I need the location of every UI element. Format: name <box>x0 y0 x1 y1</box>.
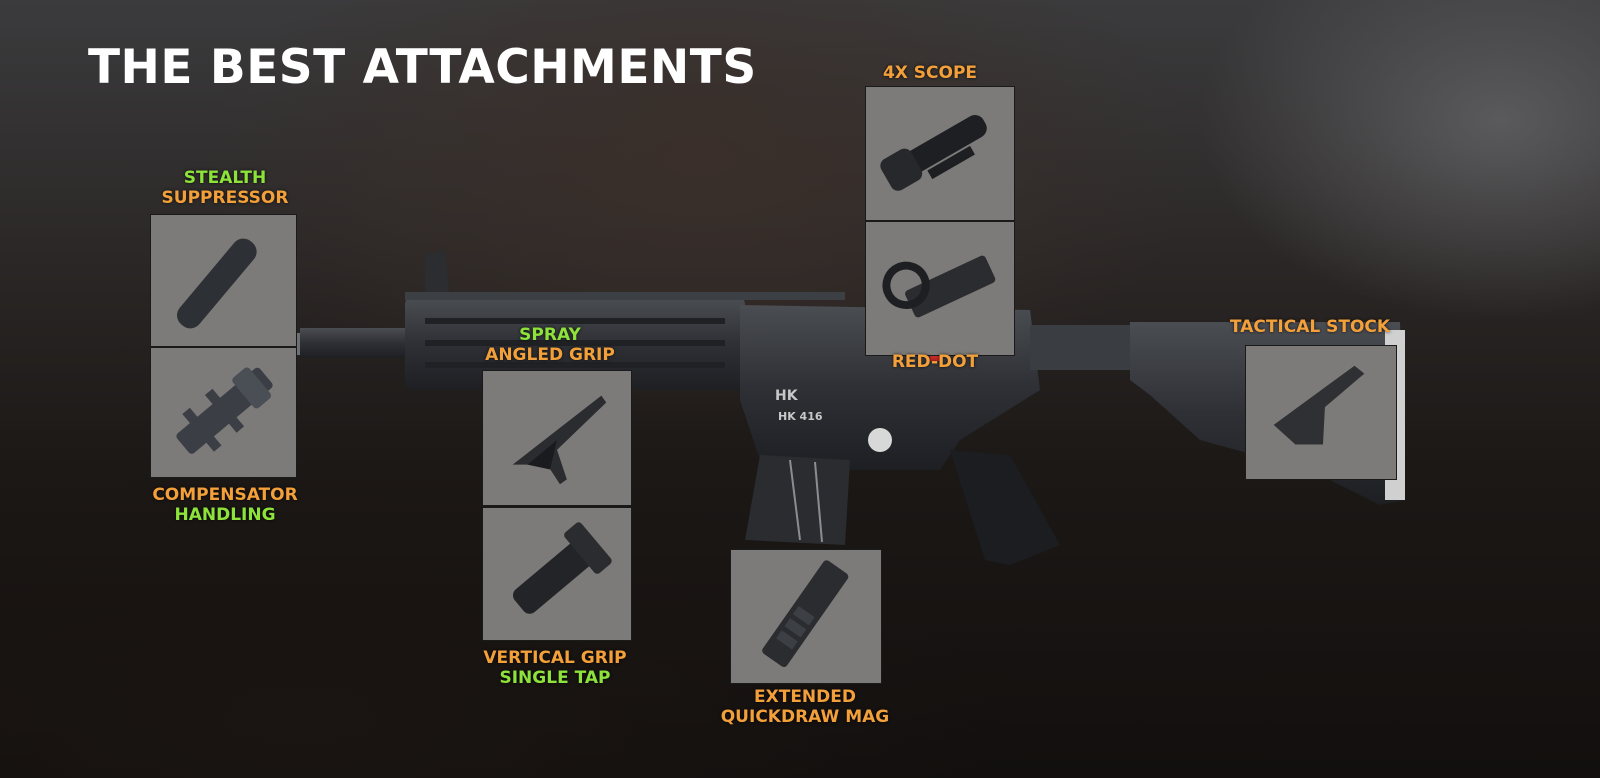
suppressor-slot[interactable] <box>150 214 297 347</box>
weapon-model: HK 416 <box>778 410 823 423</box>
spray-label: SPRAY <box>519 325 581 345</box>
compensator-icon <box>176 367 273 454</box>
suppressor-label: SUPPRESSOR <box>161 188 289 208</box>
scope-4x-label: 4X SCOPE <box>882 63 978 83</box>
magazine-icon <box>762 560 849 667</box>
suppressor-icon <box>177 238 257 329</box>
red-dot-icon <box>882 255 996 318</box>
extended-label: EXTENDED <box>754 687 856 707</box>
angled-grip-icon <box>512 395 607 485</box>
tactical-stock-icon <box>1273 365 1365 445</box>
handling-label: HANDLING <box>174 505 276 525</box>
magazine-slot[interactable] <box>730 549 882 684</box>
page-title: THE BEST ATTACHMENTS <box>88 40 757 95</box>
angled-grip-slot[interactable] <box>482 370 632 506</box>
red-dot-slot[interactable] <box>865 221 1015 356</box>
compensator-slot[interactable] <box>150 347 297 478</box>
scope-4x-icon <box>880 115 987 191</box>
compensator-label: COMPENSATOR <box>152 485 298 505</box>
angled-grip-label: ANGLED GRIP <box>485 345 615 365</box>
red-dot-label: RED-DOT <box>891 352 979 372</box>
tactical-stock-label: TACTICAL STOCK <box>1229 317 1391 337</box>
single-tap-label: SINGLE TAP <box>499 668 611 688</box>
tactical-stock-slot[interactable] <box>1245 345 1397 480</box>
scope-4x-slot[interactable] <box>865 86 1015 221</box>
vertical-grip-label: VERTICAL GRIP <box>483 648 627 668</box>
weapon-brand: HK <box>775 388 799 404</box>
vertical-grip-icon <box>512 522 612 614</box>
quickdraw-mag-label: QUICKDRAW MAG <box>720 707 890 727</box>
vertical-grip-slot[interactable] <box>482 507 632 641</box>
stealth-label: STEALTH <box>183 168 267 188</box>
